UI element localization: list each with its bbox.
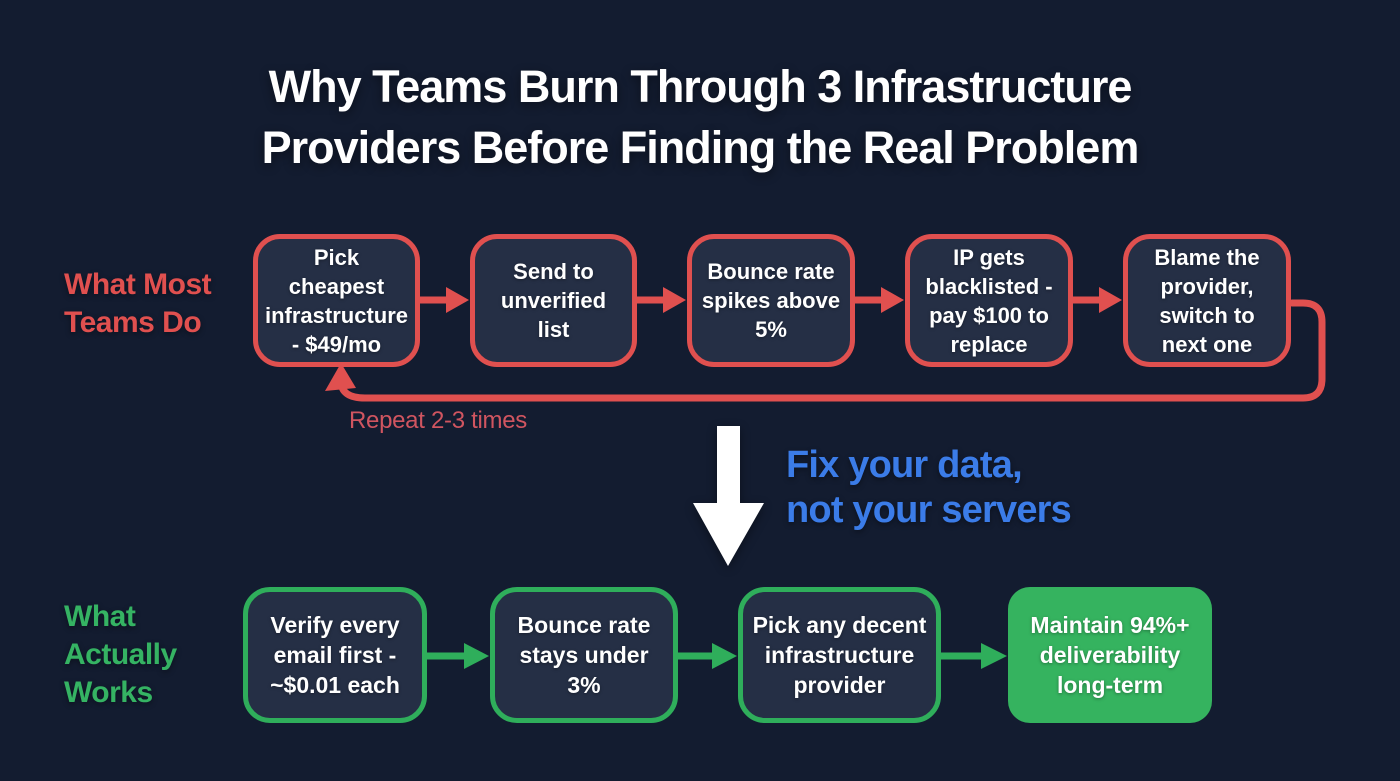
loop-label: Repeat 2-3 times — [349, 407, 527, 434]
red-flow-label-line-1: What Most — [64, 268, 212, 301]
green-right-arrow-icon-2 — [678, 643, 737, 669]
page-title: Why Teams Burn Through 3 Infrastructure … — [0, 56, 1400, 178]
green-flow-label-line-2: Actually — [64, 638, 177, 671]
red-step-1-label: Pick cheapest infrastructure - $49/mo — [264, 244, 409, 357]
transition-message-line-2: not your servers — [786, 489, 1072, 531]
green-step-4-box: Maintain 94%+ deliverability long-term — [1008, 587, 1212, 723]
red-flow-label-line-2: Teams Do — [64, 306, 202, 339]
green-step-3-label: Pick any decent infrastructure provider — [752, 612, 927, 698]
red-step-5-box: Blame the provider, switch to next one — [1123, 234, 1291, 367]
red-right-arrow-icon-2 — [637, 287, 686, 313]
red-step-2-box: Send to unverified list — [470, 234, 637, 367]
red-step-3-box: Bounce rate spikes above 5% — [687, 234, 855, 367]
page-title-line-2: Providers Before Finding the Real Proble… — [261, 122, 1140, 173]
transition-message-line-1: Fix your data, — [786, 444, 1023, 486]
green-step-1-box: Verify every email first - ~$0.01 each — [243, 587, 427, 723]
red-flow-label: What Most Teams Do — [64, 266, 212, 342]
transition-message: Fix your data, not your servers — [786, 443, 1072, 533]
green-flow-label-line-1: What — [64, 600, 136, 633]
green-step-4-label: Maintain 94%+ deliverability long-term — [1030, 612, 1190, 698]
green-step-2-box: Bounce rate stays under 3% — [490, 587, 678, 723]
page-title-line-1: Why Teams Burn Through 3 Infrastructure — [268, 61, 1133, 112]
red-step-4-box: IP gets blacklisted - pay $100 to replac… — [905, 234, 1073, 367]
red-right-arrow-icon-1 — [420, 287, 469, 313]
red-right-arrow-icon-4 — [1073, 287, 1122, 313]
down-arrow-icon — [693, 426, 764, 566]
green-step-3-box: Pick any decent infrastructure provider — [738, 587, 941, 723]
red-step-5-label: Blame the provider, switch to next one — [1154, 244, 1260, 357]
green-step-2-label: Bounce rate stays under 3% — [517, 612, 651, 698]
red-right-arrow-icon-3 — [855, 287, 904, 313]
green-right-arrow-icon-3 — [941, 643, 1007, 669]
green-step-1-label: Verify every email first - ~$0.01 each — [270, 612, 400, 698]
red-step-1-box: Pick cheapest infrastructure - $49/mo — [253, 234, 420, 367]
green-flow-label-line-3: Works — [64, 676, 153, 709]
green-flow-label: What Actually Works — [64, 598, 177, 712]
red-step-3-label: Bounce rate spikes above 5% — [701, 259, 841, 342]
green-right-arrow-icon-1 — [427, 643, 489, 669]
red-step-4-label: IP gets blacklisted - pay $100 to replac… — [925, 244, 1053, 357]
red-step-2-label: Send to unverified list — [500, 259, 607, 342]
